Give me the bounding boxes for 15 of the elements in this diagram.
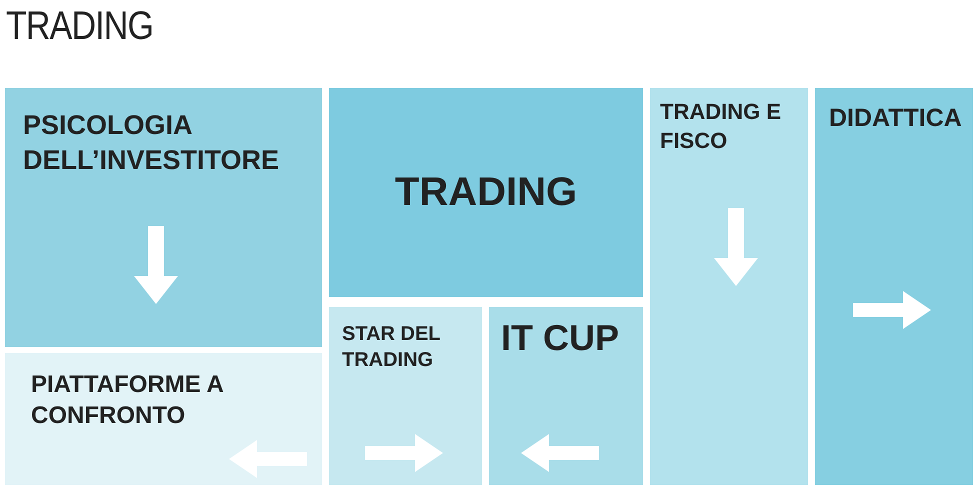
section-heading: DIDATTICA: [829, 103, 963, 134]
section-heading: TRADING E FISCO: [660, 98, 782, 155]
section-heading: IT CUP: [501, 316, 620, 360]
section-tile: [5, 353, 322, 485]
section-tile: [329, 88, 643, 297]
section-tile: [329, 307, 482, 485]
page-title: TRADING: [6, 4, 154, 49]
section-tile: [5, 88, 322, 347]
section-heading: STAR DEL TRADING: [342, 322, 442, 373]
section-tile: [650, 88, 808, 485]
section-tile: [815, 88, 973, 485]
section-heading: PIATTAFORME A CONFRONTO: [31, 370, 224, 432]
section-tile: [489, 307, 643, 485]
section-heading: PSICOLOGIA DELL’INVESTITORE: [23, 109, 280, 178]
section-heading: TRADING: [394, 169, 578, 216]
